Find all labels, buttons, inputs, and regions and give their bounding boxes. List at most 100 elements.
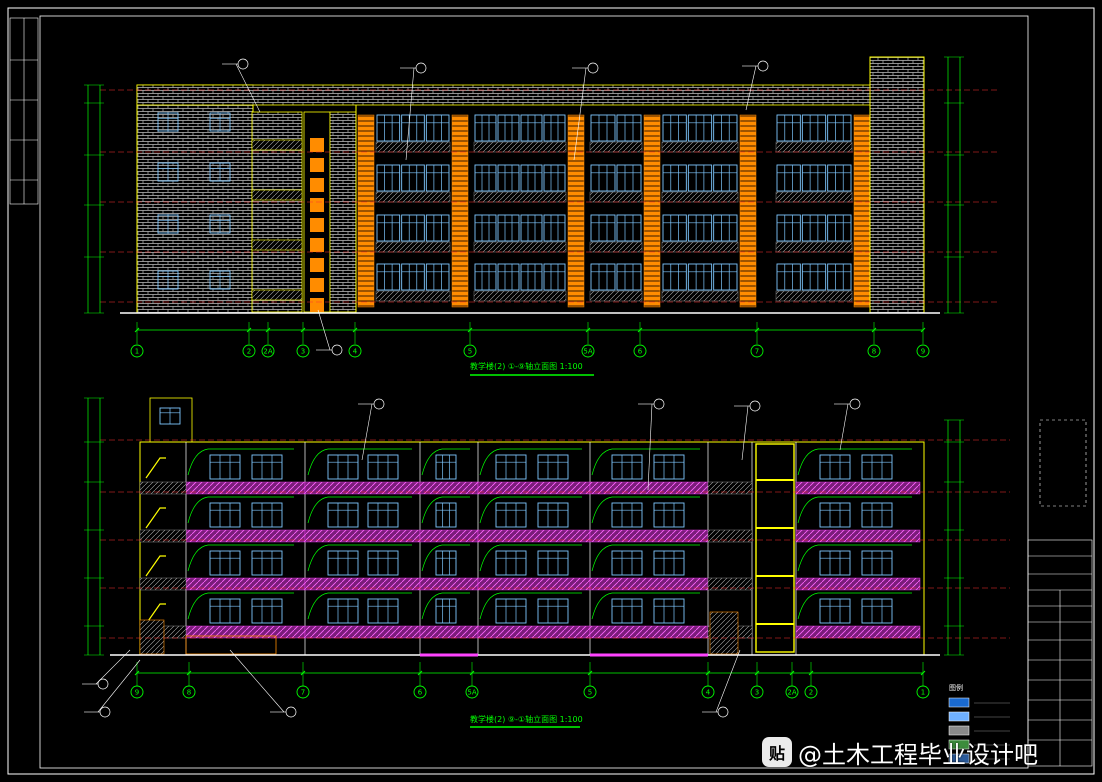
spandrel-panel xyxy=(375,141,451,153)
front-grid-bubble-label: 2 xyxy=(247,348,251,356)
back-callout-low-leader xyxy=(95,649,131,685)
facade-window xyxy=(616,164,642,192)
back-window xyxy=(435,454,457,480)
facade-window xyxy=(401,164,425,192)
back-grid-bubble xyxy=(916,685,930,699)
back-callout-leader xyxy=(647,403,653,491)
canopy-profile xyxy=(591,496,700,524)
spandrel-panel xyxy=(473,141,567,153)
canopy-profile xyxy=(307,544,412,572)
spandrel-panel xyxy=(775,290,853,302)
back-callout-low-leader xyxy=(97,659,141,713)
slab-section xyxy=(589,625,709,639)
back-callout-low-bubble xyxy=(717,706,729,718)
back-callout-low-leader xyxy=(229,649,285,713)
back-window xyxy=(327,550,359,576)
back-callout-bubble xyxy=(373,398,385,410)
stair-flight-left xyxy=(145,457,166,479)
facade-window xyxy=(776,263,801,291)
left-slab xyxy=(139,577,187,591)
front-callout-bubble xyxy=(757,60,769,72)
canopy-profile xyxy=(479,448,582,476)
brick-wall-left xyxy=(136,84,254,314)
back-window xyxy=(251,598,283,624)
orange-pilaster xyxy=(739,114,757,308)
back-grid-bubble-label: 4 xyxy=(706,689,711,697)
left-slab xyxy=(139,529,187,543)
balcony-rail xyxy=(251,239,303,251)
front-callout-low-leader xyxy=(317,309,331,351)
canopy-profile xyxy=(187,448,294,476)
facade-window xyxy=(376,164,401,192)
facade-window xyxy=(543,214,566,242)
back-window xyxy=(653,598,685,624)
back-callout-low-bubble xyxy=(285,706,297,718)
canopy-profile xyxy=(187,544,294,572)
legend-swatch xyxy=(948,697,970,708)
stair-flight-left xyxy=(145,603,166,625)
back-window xyxy=(537,550,569,576)
stair-orange-panel xyxy=(310,158,324,172)
front-grid-bubble-label: 4 xyxy=(353,348,358,356)
back-grid-bubble-label: 3 xyxy=(755,689,759,697)
slab-section xyxy=(477,625,591,639)
front-grid-bubble-label: 2A xyxy=(263,348,272,356)
legend: 图例 xyxy=(948,683,1010,764)
back-grid-bubble xyxy=(413,685,427,699)
watermark: 贴 @土木工程毕业设计吧 xyxy=(762,735,1038,769)
legend-swatch xyxy=(948,725,970,736)
stair-core xyxy=(755,443,795,653)
spandrel-panel xyxy=(375,290,451,302)
back-window xyxy=(611,550,643,576)
back-grid-bubble xyxy=(130,685,144,699)
front-grid-bubble-label: 5A xyxy=(583,348,592,356)
roof-stair-house xyxy=(149,397,193,443)
front-callout-leader xyxy=(235,63,261,113)
facade-window xyxy=(776,214,801,242)
canopy-profile xyxy=(421,448,470,476)
parapet xyxy=(136,84,871,106)
facade-window xyxy=(376,214,401,242)
back-grid-bubble-label: 6 xyxy=(418,689,423,697)
back-grid-bubble xyxy=(804,685,818,699)
facade-window xyxy=(520,214,543,242)
stair-orange-panel xyxy=(310,178,324,192)
front-grid-bubble xyxy=(867,344,881,358)
back-window xyxy=(819,454,851,480)
orange-pilaster xyxy=(357,114,375,308)
facade-window xyxy=(590,114,616,142)
back-grid-bubble-label: 5 xyxy=(588,689,592,697)
orange-pilaster xyxy=(643,114,661,308)
facade-window xyxy=(590,263,616,291)
front-grid-bubble-label: 5 xyxy=(468,348,472,356)
front-callout-leader xyxy=(405,67,415,161)
mid-slab xyxy=(707,481,753,495)
back-window xyxy=(327,454,359,480)
back-window xyxy=(537,598,569,624)
facade-window xyxy=(474,214,497,242)
back-grid-bubble xyxy=(583,685,597,699)
drawing-frame xyxy=(7,7,1095,775)
facade-window xyxy=(376,263,401,291)
stair-base-left xyxy=(139,619,165,655)
front-grid-bubble xyxy=(750,344,764,358)
facade-window xyxy=(425,164,450,192)
spandrel-panel xyxy=(775,241,853,253)
back-callout-bubble xyxy=(749,400,761,412)
front-grid-bubble-label: 3 xyxy=(301,348,305,356)
canopy-profile xyxy=(187,496,294,524)
facade-window xyxy=(827,114,852,142)
back-window xyxy=(653,454,685,480)
back-callout-leader xyxy=(741,405,749,461)
facade-window xyxy=(713,263,738,291)
back-window xyxy=(209,598,241,624)
facade-window xyxy=(376,114,401,142)
back-callout-bubble xyxy=(653,398,665,410)
stair-orange-panel xyxy=(310,198,324,212)
back-grid-bubble-label: 8 xyxy=(187,689,191,697)
legend-swatch xyxy=(948,739,970,750)
back-callout-bubble xyxy=(849,398,861,410)
facade-window xyxy=(801,263,827,291)
binding-strip xyxy=(9,17,39,205)
front-grid-bubble xyxy=(348,344,362,358)
